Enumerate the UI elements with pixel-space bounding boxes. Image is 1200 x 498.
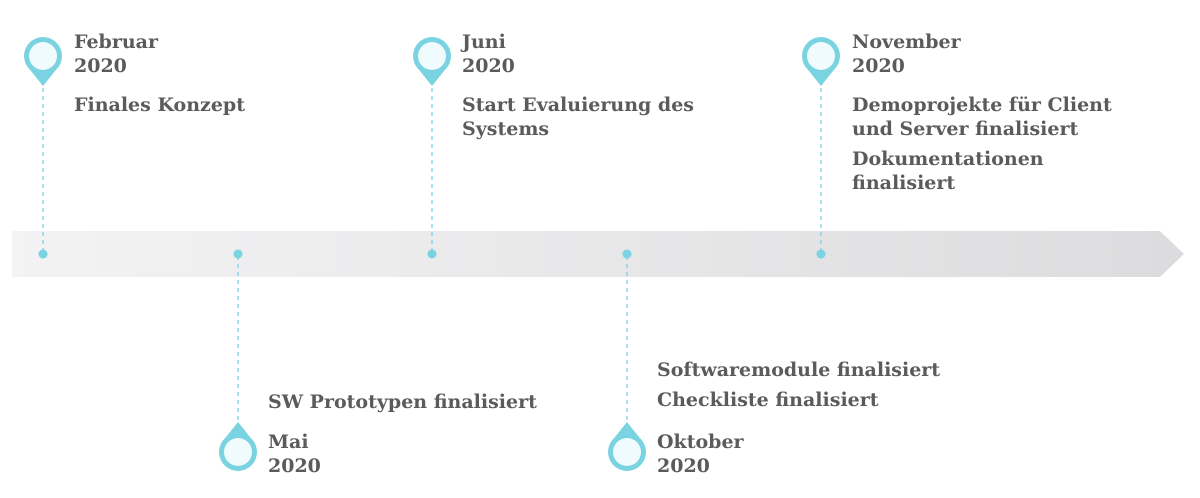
milestone-item: Finales Konzept [74, 94, 245, 116]
milestone-item: Dokumentationen finalisiert [852, 148, 1044, 194]
milestone-item: Softwaremodule finalisiert [657, 359, 941, 381]
milestone-month: November [852, 31, 961, 53]
milestone-date-november: November 2020 [852, 30, 961, 78]
milestone-items-februar: Finales Konzept [74, 93, 245, 123]
milestone-item: Demoprojekte für Client und Server final… [852, 94, 1112, 140]
milestone-month: Juni [462, 31, 506, 53]
milestone-month: Mai [268, 431, 309, 453]
pin-icon [219, 422, 257, 471]
milestone-month: Oktober [657, 431, 744, 453]
dot-november [816, 249, 826, 259]
milestone-items-oktober: Softwaremodule finalisiert Checkliste fi… [657, 358, 940, 418]
dot-februar [38, 249, 48, 259]
pin-icon [608, 422, 646, 471]
milestone-year: 2020 [74, 55, 127, 77]
milestone-year: 2020 [657, 455, 710, 477]
milestone-year: 2020 [462, 55, 515, 77]
milestone-date-mai: Mai 2020 [268, 430, 321, 478]
milestone-items-november: Demoprojekte für Client und Server final… [852, 93, 1132, 201]
milestone-items-mai: SW Prototypen finalisiert [268, 390, 537, 420]
pin-icon [413, 37, 451, 86]
timeline-arrow [12, 231, 1184, 277]
pin-icon [24, 37, 62, 86]
dot-juni [427, 249, 437, 259]
milestone-month: Februar [74, 31, 158, 53]
dot-mai [233, 249, 243, 259]
milestone-date-februar: Februar 2020 [74, 30, 158, 78]
milestone-date-oktober: Oktober 2020 [657, 430, 744, 478]
pin-icon [802, 37, 840, 86]
milestone-item: Start Evaluierung des Systems [462, 94, 694, 140]
milestone-item: SW Prototypen finalisiert [268, 391, 537, 413]
dot-oktober [622, 249, 632, 259]
milestone-year: 2020 [268, 455, 321, 477]
milestone-year: 2020 [852, 55, 905, 77]
milestone-items-juni: Start Evaluierung des Systems [462, 93, 722, 147]
milestone-item: Checkliste finalisiert [657, 389, 879, 411]
milestone-date-juni: Juni 2020 [462, 30, 515, 78]
